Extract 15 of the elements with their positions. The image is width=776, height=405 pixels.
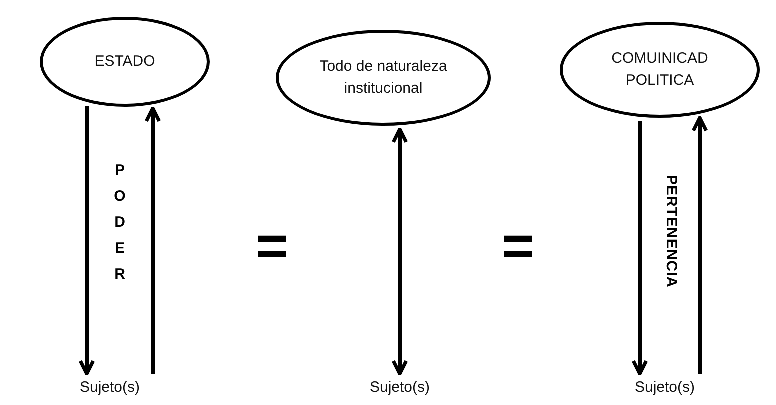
equals-sign: = (256, 218, 289, 274)
vertical-label: PERTENENCIA (663, 175, 680, 288)
vertical-label: PODER (113, 161, 127, 285)
node-label: Sujeto(s) (615, 378, 715, 398)
node-label: Todo de naturaleza institucional (318, 57, 448, 99)
node-label: Sujeto(s) (350, 378, 450, 398)
arrow (144, 106, 162, 374)
arrow (632, 121, 648, 376)
arrow (392, 128, 408, 376)
node-label: COMUINICAD POLITICA (610, 49, 710, 91)
node-label: Sujeto(s) (60, 378, 160, 398)
node-label: ESTADO (94, 52, 156, 72)
arrow (78, 106, 96, 376)
arrow (692, 116, 708, 374)
equals-sign: = (502, 218, 535, 274)
